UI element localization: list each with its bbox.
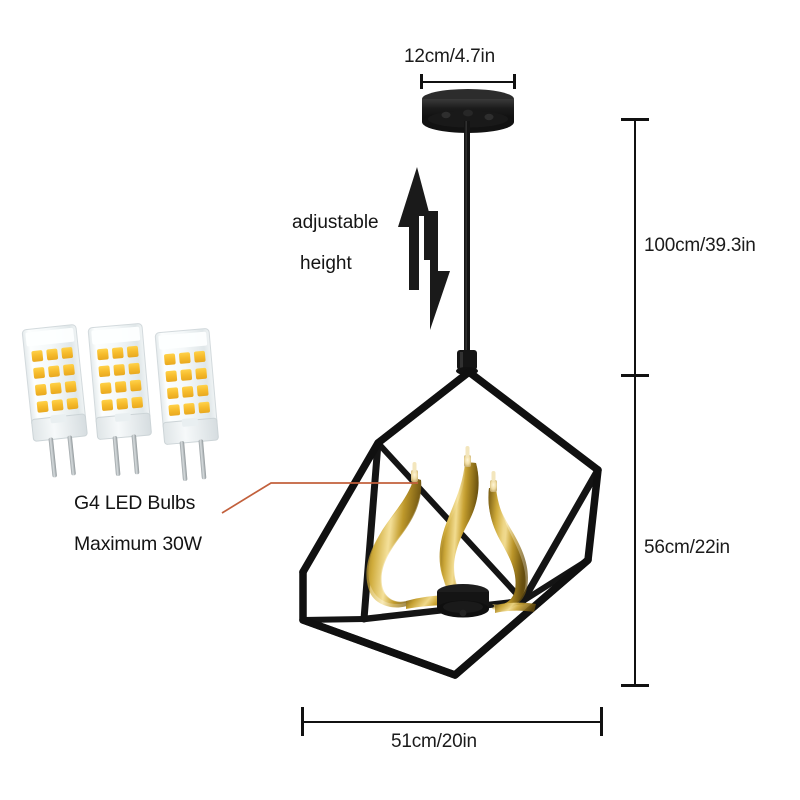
up-down-arrows-icon — [398, 167, 450, 330]
adjustable-height-line2: height — [300, 253, 352, 274]
gold-flame-arm-right — [488, 471, 536, 613]
height-tick-top — [621, 118, 649, 121]
g4-led-bulb-icon-3 — [154, 328, 219, 481]
canopy-width-rule — [421, 81, 515, 83]
bulb-callout-line2: Maximum 30W — [74, 533, 202, 555]
adjustable-height-line1: adjustable — [292, 212, 379, 233]
socket-hub — [437, 584, 489, 618]
height-tick-bottom — [621, 684, 649, 687]
canopy-width-label: 12cm/4.7in — [404, 46, 495, 67]
fixture-width-rule — [302, 721, 602, 723]
height-dimension-rule — [634, 119, 636, 686]
suspension-rod — [464, 121, 470, 356]
cube-frame-front — [299, 368, 602, 679]
height-tick-middle — [621, 374, 649, 377]
fixture-height-label: 56cm/22in — [644, 537, 730, 558]
fixture-width-tick-left — [301, 707, 304, 736]
fixture-width-label: 51cm/20in — [391, 731, 477, 752]
g4-led-bulb-icon-2 — [87, 323, 152, 476]
canopy-width-tick-right — [513, 74, 516, 89]
canopy-width-tick-left — [420, 74, 423, 89]
bulb-callout-line1: G4 LED Bulbs — [74, 492, 196, 514]
drop-height-label: 100cm/39.3in — [644, 235, 756, 256]
gold-flame-arm-icon-left — [366, 462, 462, 609]
gold-flame-arm-center — [439, 446, 479, 608]
fixture-width-tick-right — [600, 707, 603, 736]
bulb-leader-line — [221, 482, 418, 514]
g4-led-bulb-icon-1 — [21, 324, 88, 478]
